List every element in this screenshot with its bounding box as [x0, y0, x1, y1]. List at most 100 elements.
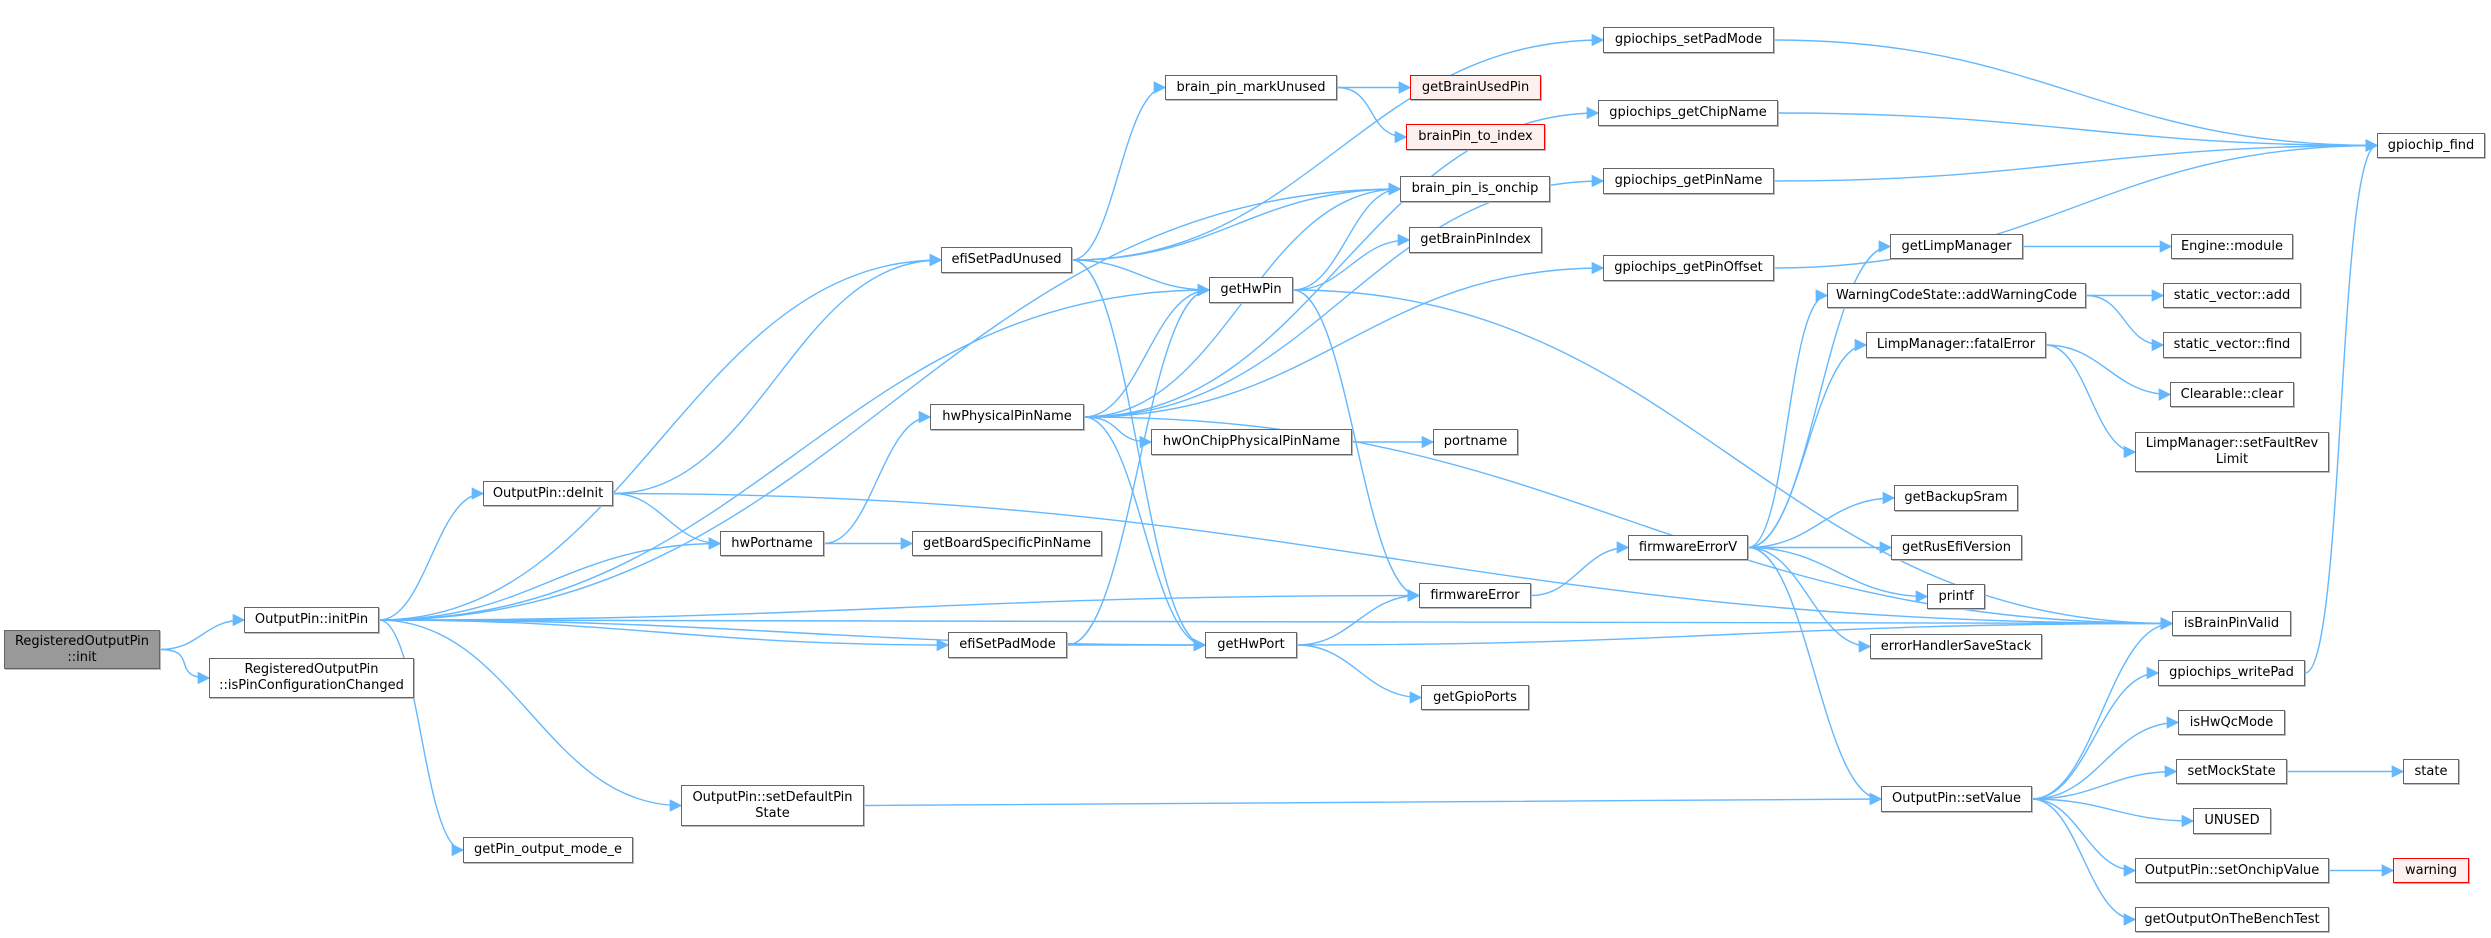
node-label: OutputPin::setDefaultPin — [692, 789, 853, 805]
node-label: hwPhysicalPinName — [942, 409, 1072, 424]
edge-firmwareErrorV-to-getBackupSram — [1747, 491, 1896, 549]
node-efiSetPadUnused[interactable]: efiSetPadUnused — [941, 247, 1072, 273]
edge-fatalError-to-Clearable_clear — [2045, 344, 2172, 401]
node-firmwareErrorV[interactable]: firmwareErrorV — [1628, 535, 1748, 560]
edge-initPin-to-getPin_output_mode_e — [378, 619, 465, 857]
edge-gpiochips_getChipName-to-gpiochip_find — [1777, 112, 2379, 152]
node-gpiochip_find[interactable]: gpiochip_find — [2377, 133, 2485, 158]
node-init: RegisteredOutputPin::init — [4, 630, 160, 669]
node-setMockState[interactable]: setMockState — [2176, 759, 2287, 784]
node-efiSetPadMode[interactable]: efiSetPadMode — [948, 632, 1067, 658]
edge-initPin-to-hwPortname — [378, 537, 722, 621]
node-label: gpiochips_getPinOffset — [1614, 260, 1763, 275]
node-printf[interactable]: printf — [1927, 584, 1985, 609]
edge-initPin-to-brain_pin_is_onchip — [378, 182, 1402, 621]
node-getHwPort[interactable]: getHwPort — [1205, 632, 1297, 658]
node-warning[interactable]: warning — [2393, 858, 2469, 883]
node-static_vector_add[interactable]: static_vector::add — [2163, 283, 2301, 308]
node-portname[interactable]: portname — [1433, 429, 1518, 455]
node-getRusEfiVersion[interactable]: getRusEfiVersion — [1891, 535, 2022, 560]
node-label: brainPin_to_index — [1418, 129, 1533, 144]
node-setOnchipValue[interactable]: OutputPin::setOnchipValue — [2135, 858, 2329, 883]
node-label: firmwareError — [1430, 587, 1520, 603]
edge-setValue-to-UNUSED — [2031, 798, 2195, 828]
node-getPin_output_mode_e[interactable]: getPin_output_mode_e — [463, 837, 633, 863]
edge-initPin-to-firmwareError — [378, 589, 1421, 621]
edge-deInit-to-hwPortname — [612, 492, 722, 550]
node-gpiochips_setPadMode[interactable]: gpiochips_setPadMode — [1603, 27, 1774, 53]
edge-setValue-to-gpiochips_writePad — [2031, 666, 2160, 800]
node-label: getRusEfiVersion — [1901, 539, 2011, 555]
node-label: static_vector::find — [2173, 337, 2291, 352]
node-Clearable_clear[interactable]: Clearable::clear — [2170, 382, 2294, 407]
edge-efiSetPadUnused-to-getHwPin — [1071, 259, 1211, 297]
node-fatalError[interactable]: LimpManager::fatalError — [1866, 332, 2046, 358]
edge-firmwareErrorV-to-setValue — [1747, 546, 1883, 806]
edge-setValue-to-isBrainPinValid — [2031, 617, 2174, 800]
node-Engine_module[interactable]: Engine::module — [2171, 234, 2293, 259]
node-isHwQcMode[interactable]: isHwQcMode — [2178, 710, 2285, 735]
node-firmwareError[interactable]: firmwareError — [1419, 583, 1531, 608]
node-brain_pin_markUnused[interactable]: brain_pin_markUnused — [1165, 75, 1337, 100]
node-isPinConfigurationChanged[interactable]: RegisteredOutputPin::isPinConfigurationC… — [209, 658, 414, 698]
edge-brain_pin_markUnused-to-brainPin_to_index — [1336, 86, 1408, 144]
edge-fatalError-to-setFaultRevLimit — [2045, 344, 2137, 459]
node-getHwPin[interactable]: getHwPin — [1209, 277, 1293, 303]
node-label: brain_pin_markUnused — [1176, 79, 1326, 95]
node-gpiochips_getPinName[interactable]: gpiochips_getPinName — [1603, 168, 1774, 194]
node-label: Clearable::clear — [2180, 386, 2284, 402]
node-label: RegisteredOutputPin — [244, 662, 379, 677]
node-label: hwPortname — [731, 535, 813, 551]
node-label: portname — [1443, 434, 1508, 449]
edge-getHwPort-to-firmwareError — [1296, 589, 1421, 646]
node-hwPortname[interactable]: hwPortname — [720, 531, 824, 556]
node-deInit[interactable]: OutputPin::deInit — [483, 481, 613, 506]
edge-gpiochips_writePad-to-gpiochip_find — [2304, 139, 2379, 674]
node-isBrainPinValid[interactable]: isBrainPinValid — [2172, 611, 2291, 636]
node-getLimpManager[interactable]: getLimpManager — [1890, 234, 2023, 259]
node-addWarningCode[interactable]: WarningCodeState::addWarningCode — [1827, 283, 2086, 308]
node-initPin[interactable]: OutputPin::initPin — [244, 607, 379, 633]
node-gpiochips_getPinOffset[interactable]: gpiochips_getPinOffset — [1603, 255, 1774, 281]
node-UNUSED[interactable]: UNUSED — [2193, 808, 2271, 834]
node-state[interactable]: state — [2403, 759, 2459, 784]
edge-setValue-to-isHwQcMode — [2031, 716, 2180, 800]
edge-initPin-to-isBrainPinValid — [378, 617, 2174, 630]
node-gpiochips_getChipName[interactable]: gpiochips_getChipName — [1598, 100, 1778, 126]
node-getOutputOnTheBenchTest[interactable]: getOutputOnTheBenchTest — [2135, 907, 2329, 932]
node-getBackupSram[interactable]: getBackupSram — [1894, 485, 2018, 511]
edge-firmwareErrorV-to-fatalError — [1747, 338, 1868, 549]
node-label: State — [755, 805, 790, 821]
node-getGpioPorts[interactable]: getGpioPorts — [1421, 685, 1529, 710]
node-errorHandlerSaveStack[interactable]: errorHandlerSaveStack — [1870, 634, 2042, 659]
edge-efiSetPadUnused-to-brain_pin_is_onchip — [1071, 182, 1402, 261]
edge-hwPortname-to-hwPhysicalPinName — [823, 410, 932, 545]
node-getBrainUsedPin[interactable]: getBrainUsedPin — [1410, 75, 1541, 100]
edge-firmwareErrorV-to-printf — [1747, 546, 1929, 603]
node-brain_pin_is_onchip[interactable]: brain_pin_is_onchip — [1400, 176, 1550, 202]
node-gpiochips_writePad[interactable]: gpiochips_writePad — [2158, 660, 2305, 686]
node-label: gpiochips_writePad — [2169, 665, 2294, 680]
node-label: OutputPin::deInit — [492, 485, 604, 501]
node-label: warning — [2404, 862, 2458, 878]
node-label: Limit — [2215, 452, 2249, 467]
node-brainPin_to_index[interactable]: brainPin_to_index — [1406, 124, 1545, 150]
node-label: isHwQcMode — [2189, 714, 2274, 730]
node-hwPhysicalPinName[interactable]: hwPhysicalPinName — [930, 404, 1084, 430]
node-getBrainPinIndex[interactable]: getBrainPinIndex — [1409, 227, 1542, 253]
node-setValue[interactable]: OutputPin::setValue — [1881, 786, 2032, 812]
node-label: ::isPinConfigurationChanged — [219, 678, 404, 693]
edge-hwPhysicalPinName-to-getHwPort — [1083, 416, 1207, 652]
edge-setDefaultPinState-to-setValue — [863, 792, 1883, 807]
node-label: getLimpManager — [1901, 238, 2012, 254]
edge-init-to-initPin — [159, 613, 246, 651]
edge-efiSetPadUnused-to-gpiochips_setPadMode — [1071, 33, 1605, 261]
node-hwOnChipPhysicalPinName[interactable]: hwOnChipPhysicalPinName — [1151, 429, 1352, 455]
edge-getHwPin-to-firmwareError — [1292, 289, 1421, 602]
node-getBoardSpecificPinName[interactable]: getBoardSpecificPinName — [912, 531, 1102, 556]
edge-efiSetPadMode-to-getHwPin — [1066, 283, 1211, 646]
edge-firmwareErrorV-to-addWarningCode — [1747, 289, 1829, 549]
node-static_vector_find[interactable]: static_vector::find — [2163, 332, 2301, 358]
